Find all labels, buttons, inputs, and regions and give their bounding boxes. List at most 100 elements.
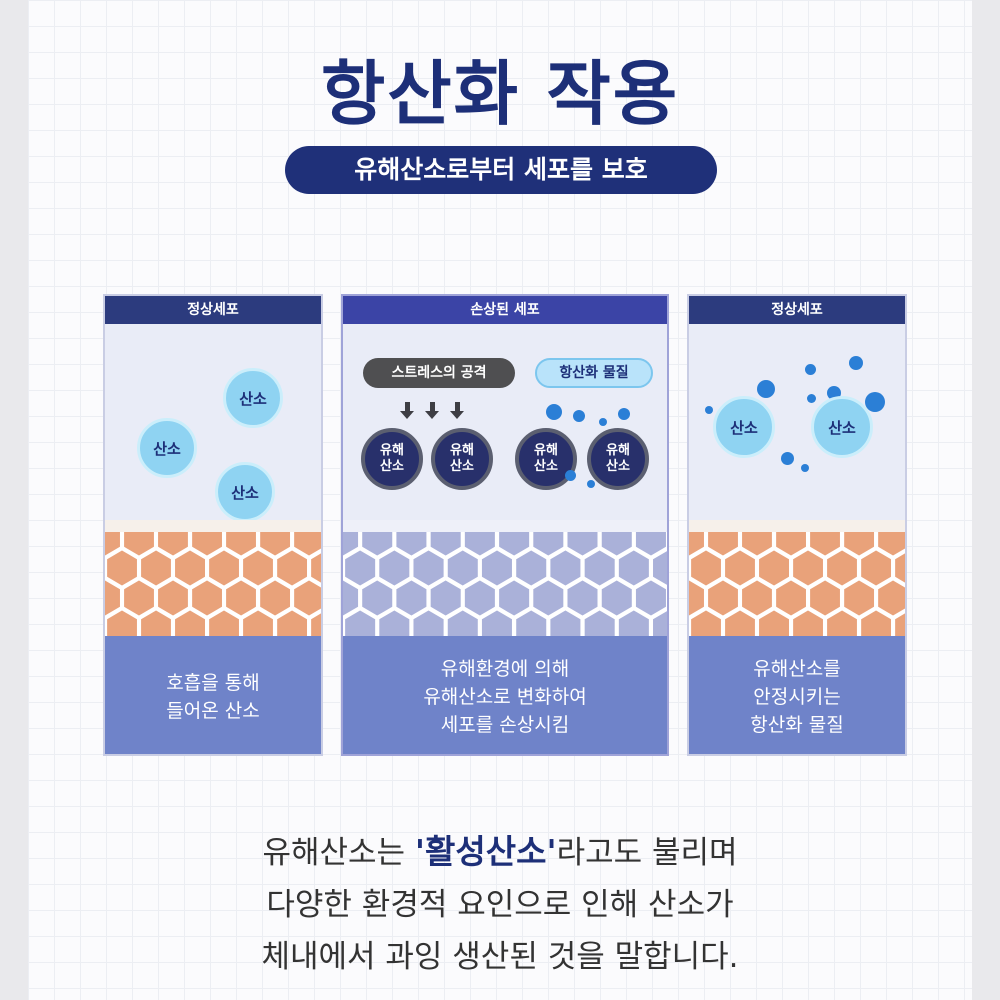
cell-hexagon xyxy=(565,577,600,619)
cell-hexagon xyxy=(155,577,191,619)
antioxidant-dot xyxy=(618,408,630,420)
caption-line: 항산화 물질 xyxy=(750,714,844,736)
cell-hexagon xyxy=(722,547,758,589)
panel-normal-cell-1: 정상세포 산소 산소 산소 호흡을 통해 들어온 산소 xyxy=(103,294,323,756)
cell-hexagon xyxy=(121,577,157,619)
cell-hexagon xyxy=(705,532,741,559)
cell-hexagon xyxy=(892,610,905,636)
cell-hexagon xyxy=(172,607,208,636)
radical-label: 산소 xyxy=(606,459,630,474)
cell-hexagon xyxy=(773,532,809,559)
antioxidant-dot xyxy=(565,470,576,481)
cell-hexagon xyxy=(343,607,378,636)
cell-hexagon xyxy=(206,607,242,636)
scene-area: 산소 산소 xyxy=(689,324,905,520)
cell-hexagon xyxy=(223,532,259,559)
cell-hexagon xyxy=(496,532,532,559)
cell-hexagon xyxy=(359,577,395,619)
cell-hexagon xyxy=(138,607,174,636)
page-title: 항산화 작용 xyxy=(320,53,680,135)
cell-hexagon xyxy=(858,607,894,636)
scene-area: 스트레스의 공격 항산화 물질 유해 산소 유해 산소 유해 산소 유해 xyxy=(343,324,667,520)
caption-line: 안정시키는 xyxy=(753,686,841,708)
antioxidant-dot xyxy=(865,392,885,412)
cell-hexagon xyxy=(105,532,123,559)
cell-hexagon xyxy=(565,532,600,559)
cell-hexagon xyxy=(393,577,429,619)
cell-hexagon xyxy=(824,607,860,636)
cell-hexagon xyxy=(841,577,877,619)
cell-hexagon xyxy=(376,607,412,636)
antioxidant-dot xyxy=(573,410,585,422)
harmful-oxygen-radical: 유해 산소 xyxy=(361,428,423,490)
antioxidant-dot xyxy=(805,364,816,375)
cell-hexagon xyxy=(479,607,515,636)
cell-hexagon xyxy=(582,547,618,589)
caption-line: 유해산소로 변화하여 xyxy=(423,686,587,708)
cell-hexagon xyxy=(257,532,293,559)
cell-hexagon xyxy=(790,607,826,636)
radical-label: 유해 xyxy=(380,443,404,458)
panel-caption: 유해환경에 의해 유해산소로 변화하여 세포를 손상시킴 xyxy=(343,636,667,754)
cell-hexagon xyxy=(479,547,515,589)
antioxidant-dot xyxy=(781,452,794,465)
cell-hex-tissue xyxy=(105,532,321,636)
cell-hexagon xyxy=(462,577,498,619)
cell-hexagon xyxy=(875,577,905,619)
cell-hexagon xyxy=(411,607,447,636)
cell-hex-tissue xyxy=(343,532,667,636)
cell-hexagon xyxy=(530,532,566,559)
cell-hexagon xyxy=(547,607,583,636)
cell-hexagon xyxy=(240,607,276,636)
text-span: 유해산소는 xyxy=(262,835,415,871)
panel-header: 정상세포 xyxy=(105,296,321,324)
cell-hexagon xyxy=(616,607,652,636)
caption-line: 호흡을 통해 xyxy=(166,672,260,694)
cell-hexagon xyxy=(650,608,667,636)
cell-hexagon xyxy=(291,532,321,559)
cell-hexagon xyxy=(650,548,667,588)
cell-hexagon xyxy=(172,547,208,589)
harmful-oxygen-radical: 유해 산소 xyxy=(587,428,649,490)
cell-hexagon xyxy=(343,577,361,619)
cell-hexagon xyxy=(824,547,860,589)
oxygen-bubble: 산소 xyxy=(137,418,197,478)
antioxidant-dot xyxy=(807,394,816,403)
cell-hexagon xyxy=(189,577,225,619)
cell-hexagon xyxy=(257,577,293,619)
cell-hexagon xyxy=(206,547,242,589)
oxygen-bubble: 산소 xyxy=(713,396,775,458)
stress-attack-tag: 스트레스의 공격 xyxy=(363,358,515,388)
cell-hexagon xyxy=(223,577,259,619)
cell-hexagon xyxy=(240,547,276,589)
cell-hexagon xyxy=(411,547,447,589)
cell-hexagon xyxy=(633,577,667,619)
oxygen-bubble: 산소 xyxy=(223,368,283,428)
cell-hexagon xyxy=(689,577,707,619)
cell-hexagon xyxy=(155,532,191,559)
text-span: 라고도 불리며 xyxy=(556,835,738,871)
cell-hexagon xyxy=(689,547,724,589)
antioxidant-dot xyxy=(849,356,863,370)
cell-hexagon xyxy=(807,577,843,619)
cell-hexagon xyxy=(773,577,809,619)
subtitle-pill: 유해산소로부터 세포를 보호 xyxy=(285,146,717,194)
cell-hexagon xyxy=(376,547,412,589)
cell-surface xyxy=(105,520,321,532)
cell-hexagon xyxy=(689,607,724,636)
cell-hexagon xyxy=(105,547,140,589)
cell-hexagon xyxy=(790,547,826,589)
oxygen-bubble: 산소 xyxy=(215,462,275,522)
explanation-text: 유해산소는 '활성산소'라고도 불리며 다양한 환경적 요인으로 인해 산소가 … xyxy=(28,826,972,983)
highlight-term: '활성산소' xyxy=(414,832,557,871)
cell-hexagon xyxy=(393,532,429,559)
cell-hexagon xyxy=(616,547,652,589)
caption-line: 유해산소를 xyxy=(753,658,841,680)
cell-hexagon xyxy=(462,532,498,559)
panel-caption: 호흡을 통해 들어온 산소 xyxy=(105,636,321,754)
cell-hexagon xyxy=(343,547,378,589)
cell-hexagon xyxy=(274,547,310,589)
cell-hexagon xyxy=(291,577,321,619)
cell-surface xyxy=(343,520,667,532)
radical-label: 유해 xyxy=(450,443,474,458)
